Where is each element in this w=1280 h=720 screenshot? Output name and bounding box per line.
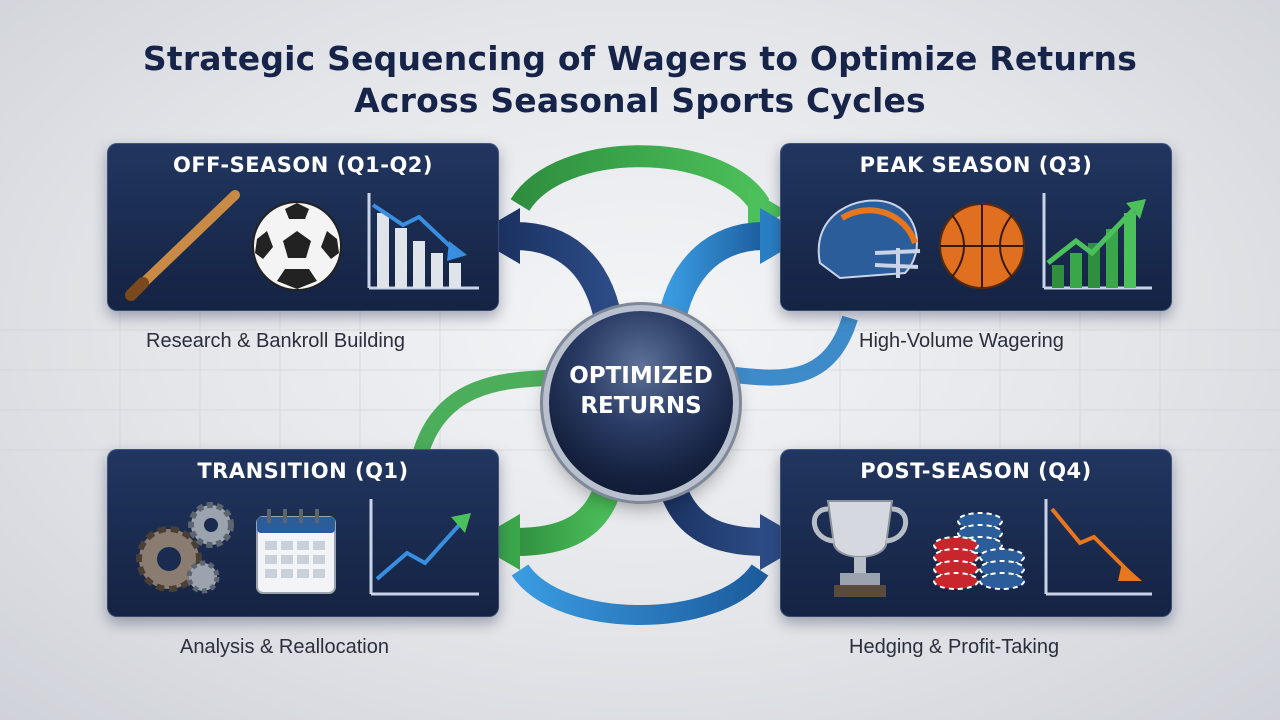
panel-off-season: OFF-SEASON (Q1-Q2) xyxy=(107,143,499,311)
panel-post-season: POST-SEASON (Q4) xyxy=(780,449,1172,617)
panel-title: OFF-SEASON (Q1-Q2) xyxy=(172,153,434,177)
trophy-icon xyxy=(811,500,909,597)
arrow-top-green xyxy=(510,145,788,232)
rising-line-chart-icon xyxy=(369,499,479,596)
panel-title: POST-SEASON (Q4) xyxy=(860,459,1092,483)
soccer-ball-icon xyxy=(252,201,342,291)
falling-bar-chart-icon xyxy=(367,193,479,290)
basketball-icon xyxy=(939,203,1025,289)
diagram-title: Strategic Sequencing of Wagers to Optimi… xyxy=(0,38,1280,122)
caption-off-season: Research & Bankroll Building xyxy=(146,330,406,352)
caption-transition: Analysis & Reallocation xyxy=(180,636,389,658)
hub-label-line-2: RETURNS xyxy=(580,393,702,419)
optimized-returns-hub: OPTIMIZED RETURNS xyxy=(549,311,733,495)
caption-peak-season: High-Volume Wagering xyxy=(859,330,1064,352)
panel-peak-season: PEAK SEASON (Q3) xyxy=(780,143,1172,311)
arrow-transition-swoosh xyxy=(412,370,549,458)
falling-line-chart-icon xyxy=(1044,499,1152,596)
panel-transition: TRANSITION (Q1) xyxy=(107,449,499,617)
gears-icon xyxy=(136,502,234,594)
hub-label: OPTIMIZED RETURNS xyxy=(549,361,733,421)
panel-title: TRANSITION (Q1) xyxy=(197,459,409,483)
title-line-2: Across Seasonal Sports Cycles xyxy=(354,81,926,120)
rising-bar-chart-icon xyxy=(1042,193,1152,290)
baseball-bat-icon xyxy=(125,190,240,301)
hub-label-line-1: OPTIMIZED xyxy=(569,363,713,389)
panel-title: PEAK SEASON (Q3) xyxy=(859,153,1093,177)
calendar-icon xyxy=(256,509,336,594)
poker-chips-icon xyxy=(933,512,1025,590)
caption-post-season: Hedging & Profit-Taking xyxy=(849,636,1060,658)
arrow-peak-swoosh xyxy=(734,315,858,386)
football-helmet-icon xyxy=(817,199,921,280)
arrow-bottom-arc xyxy=(511,563,769,625)
title-line-1: Strategic Sequencing of Wagers to Optimi… xyxy=(142,39,1138,78)
